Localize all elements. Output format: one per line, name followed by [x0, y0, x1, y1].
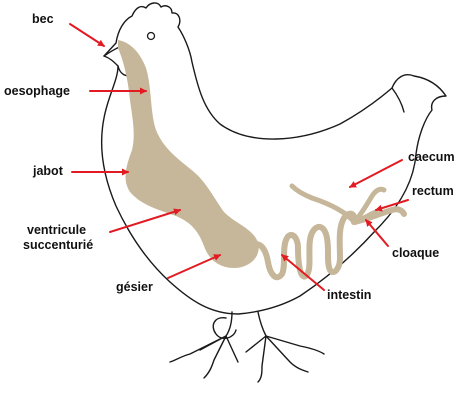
digestive-tract: [118, 40, 404, 277]
arrow-gesier: [168, 255, 220, 278]
foot-right: [246, 336, 324, 382]
label-gesier: gésier: [116, 280, 153, 294]
arrow-cloaque: [366, 220, 388, 246]
label-bec: bec: [32, 12, 54, 26]
label-rectum: rectum: [412, 184, 454, 198]
arrow-ventricule: [110, 210, 180, 232]
foot-left: [170, 336, 238, 378]
tract-upper: [118, 40, 259, 268]
label-ventricule: ventricule: [27, 223, 86, 237]
label-cloaque: cloaque: [392, 246, 439, 260]
arrow-caecum: [350, 160, 402, 187]
leg-right: [258, 312, 266, 336]
label-succenturie: succenturié: [23, 238, 93, 252]
knee-left: [213, 318, 236, 339]
arrow-bec: [70, 24, 104, 46]
tail-line: [392, 88, 404, 112]
label-jabot: jabot: [32, 164, 64, 178]
label-oesophage: oesophage: [4, 84, 70, 98]
label-intestin: intestin: [327, 288, 371, 302]
intestine-loops: [252, 214, 354, 278]
leg-left: [226, 312, 232, 336]
label-caecum: caecum: [408, 150, 455, 164]
eye: [148, 33, 155, 40]
arrow-intestin: [282, 255, 324, 290]
